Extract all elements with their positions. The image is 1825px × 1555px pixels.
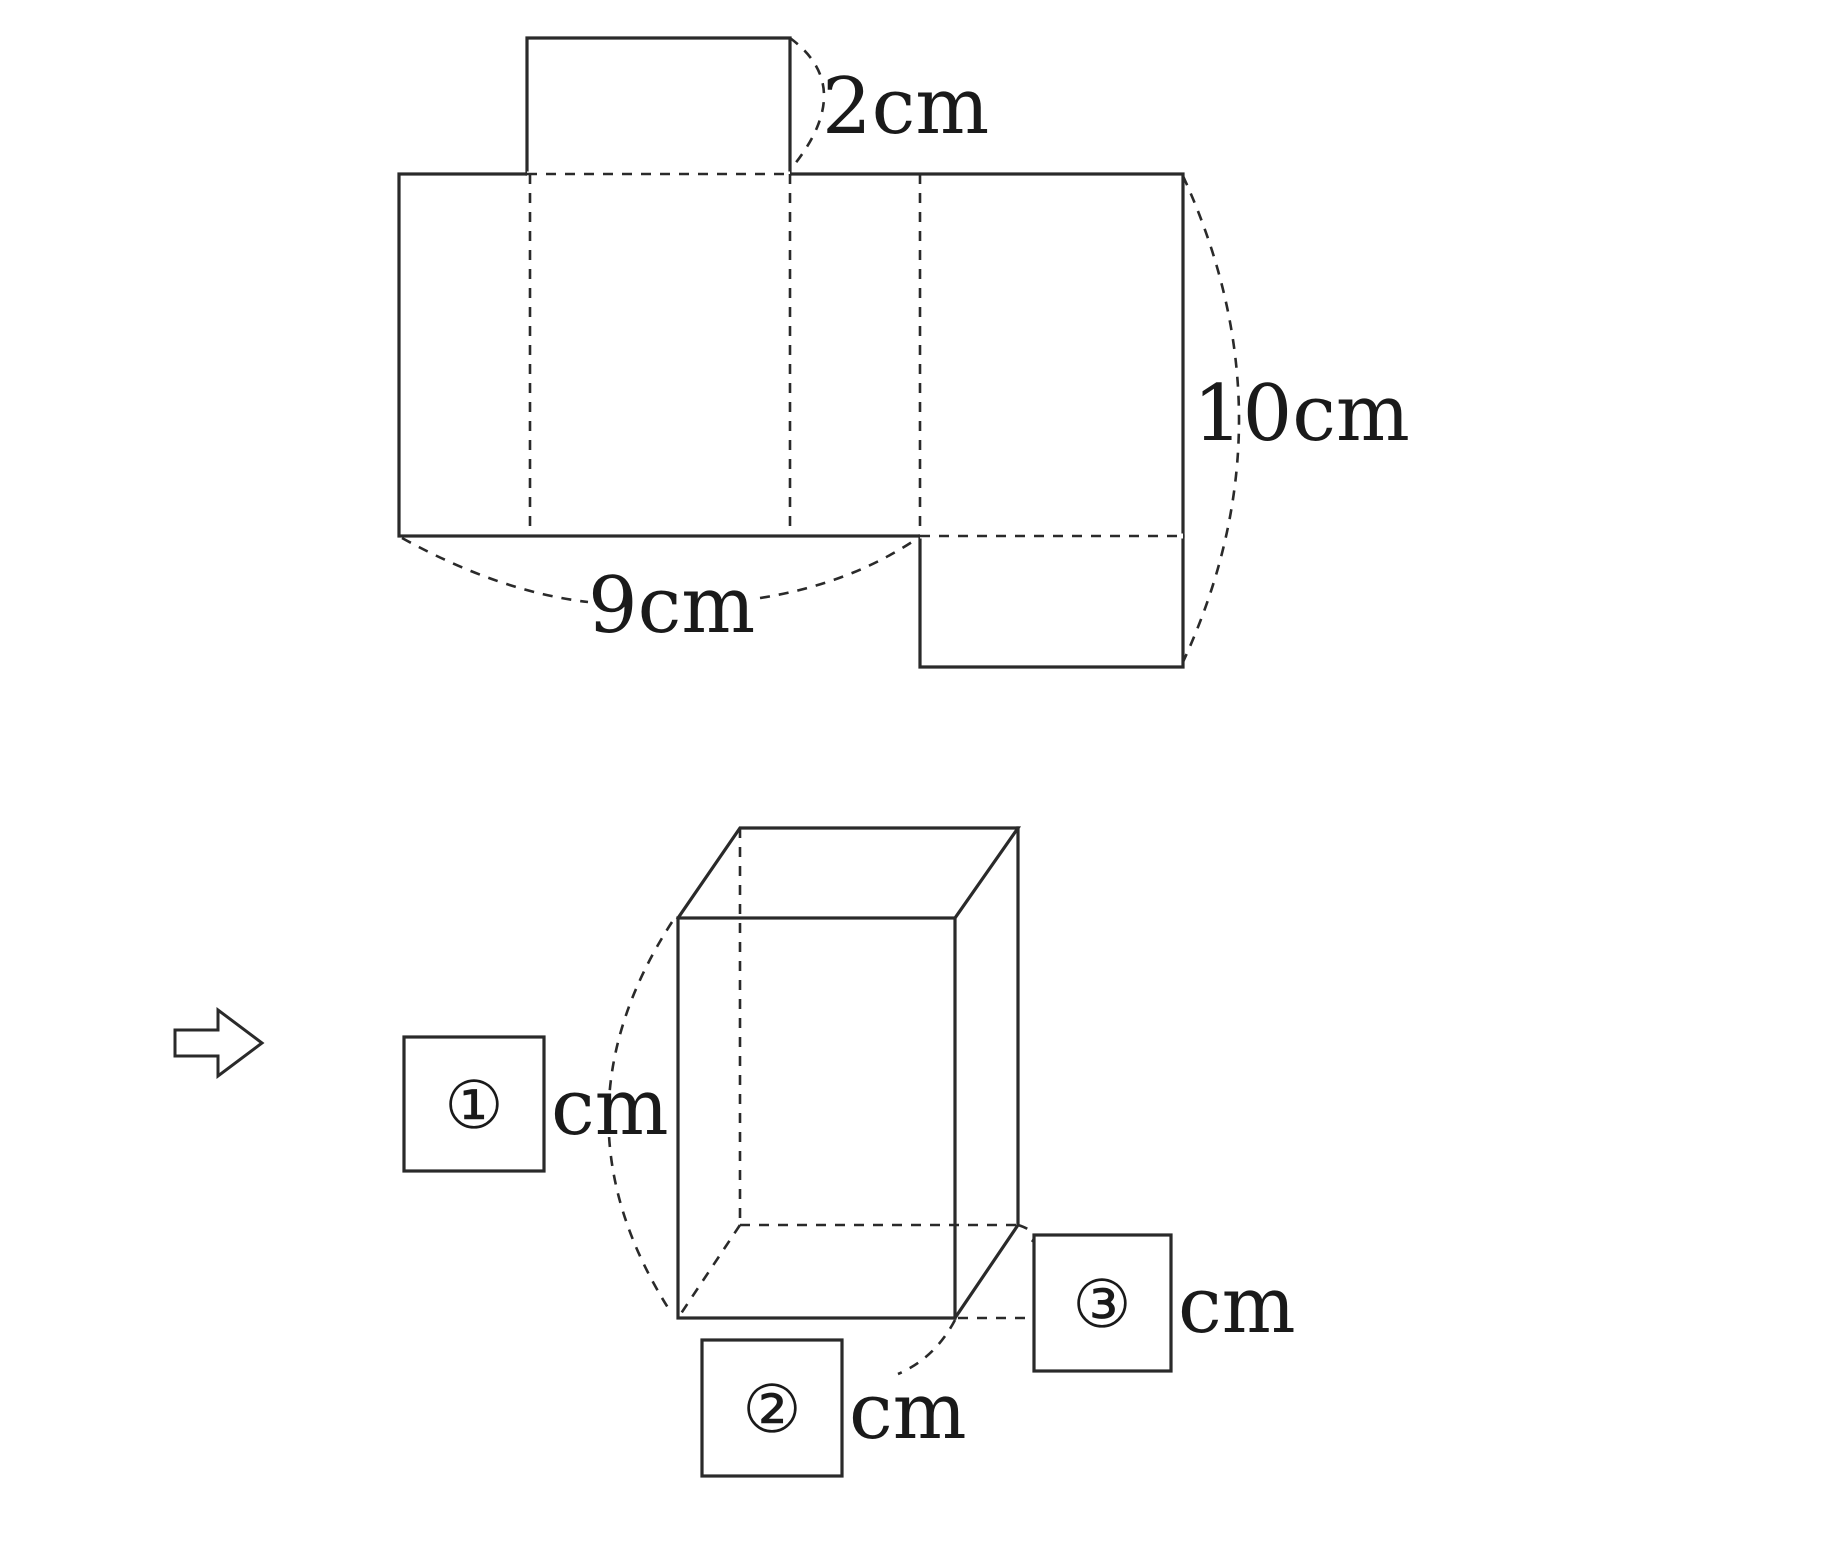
answer-box-1-frame[interactable]	[402, 1035, 546, 1173]
answer-box-2-marker: ②	[742, 1371, 801, 1448]
prism-hidden-edge-depth	[676, 1224, 742, 1319]
net-dim-arc-2cm	[788, 36, 826, 171]
net-top-flap	[525, 36, 792, 176]
prism-dim-arc-length	[897, 1319, 957, 1376]
answer-box-3[interactable]: ③ cm	[1032, 1233, 1296, 1373]
prism-top-face	[675, 826, 1022, 921]
prism-dim-arc-height	[607, 921, 674, 1315]
rectangular-prism	[607, 826, 1036, 1376]
prism-front-face	[676, 916, 957, 1320]
answer-box-3-marker: ③	[1072, 1266, 1131, 1343]
net-bottom-flap	[918, 534, 1185, 669]
answer-box-1-unit: cm	[551, 1063, 669, 1153]
net-label-9cm: 9cm	[588, 561, 755, 651]
hollow-right-arrow-icon	[173, 1007, 265, 1079]
prism-right-face	[952, 826, 1020, 1321]
answer-box-3-frame[interactable]	[1032, 1233, 1173, 1373]
answer-box-3-unit: cm	[1178, 1261, 1296, 1351]
unfolded-net: 2cm 10cm 9cm	[397, 36, 1410, 669]
answer-box-2[interactable]: ② cm	[700, 1338, 967, 1478]
net-label-10cm: 10cm	[1193, 369, 1410, 459]
answer-box-1-marker: ①	[444, 1067, 503, 1144]
net-dim-arc-9cm-right	[759, 536, 919, 600]
answer-box-2-unit: cm	[849, 1367, 967, 1457]
net-label-2cm: 2cm	[822, 62, 989, 152]
prism-dim-arc-depth-top	[1017, 1223, 1036, 1243]
answer-box-1[interactable]: ① cm	[402, 1035, 669, 1173]
net-dim-arc-9cm-left	[401, 536, 589, 604]
answer-box-2-frame[interactable]	[700, 1338, 844, 1478]
net-dim-arc-10cm	[1181, 175, 1241, 663]
